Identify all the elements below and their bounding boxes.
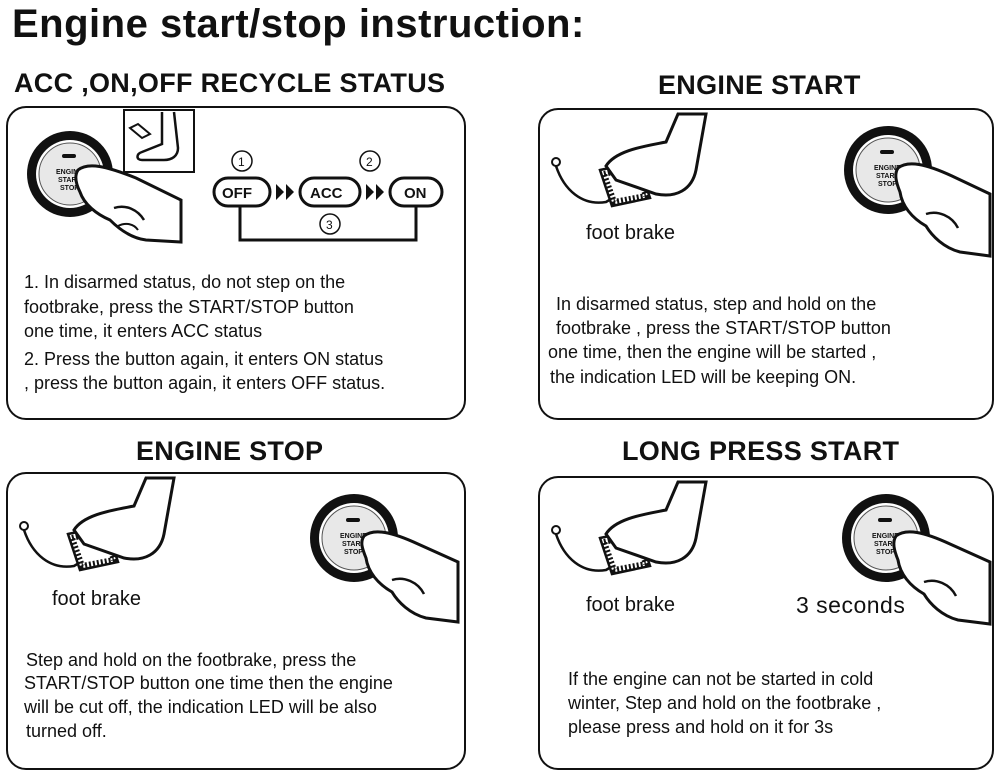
long-press-text-line-2: winter, Step and hold on the footbrake ,: [568, 693, 882, 713]
engine-start-text-line-2: footbrake , press the START/STOP button: [556, 318, 891, 338]
engine-start-brake-label: foot brake: [586, 222, 675, 244]
long-press-text-line-1: If the engine can not be started in cold: [568, 669, 874, 689]
button-label-engine: ENGINE: [340, 533, 367, 540]
seconds-label: 3 seconds: [796, 592, 906, 618]
page-title: Engine start/stop instruction:: [12, 2, 585, 46]
acc-text-line-1: 1. In disarmed status, do not step on th…: [24, 272, 346, 292]
button-label-stop: STOP: [876, 549, 895, 556]
acc-section-title: ACC ,ON,OFF RECYCLE STATUS: [14, 68, 446, 98]
acc-text-line-2: footbrake, press the START/STOP button: [24, 297, 354, 317]
long-press-brake-label: foot brake: [586, 594, 675, 616]
step-2-number: 2: [366, 155, 373, 169]
step-1-number: 1: [238, 155, 245, 169]
foot-brake-icon: [551, 480, 708, 576]
button-label-engine: ENGINE: [872, 533, 899, 540]
start-stop-button-icon: ENGINE START STOP: [27, 131, 183, 244]
foot-inset-icon: [123, 109, 195, 173]
state-on-label: ON: [404, 185, 427, 202]
acc-text-line-4: 2. Press the button again, it enters ON …: [24, 349, 384, 369]
engine-start-section-title: ENGINE START: [658, 70, 861, 100]
engine-stop-text-line-4: turned off.: [26, 721, 107, 741]
start-stop-button-icon: ENGINE START STOP: [310, 494, 460, 624]
state-acc-label: ACC: [310, 185, 343, 202]
acc-text-line-3: one time, it enters ACC status: [24, 321, 263, 341]
long-press-panel: foot brake 3 seconds ENGINE START STOP I…: [538, 476, 994, 770]
engine-stop-brake-label: foot brake: [52, 588, 141, 610]
button-label-start: START: [342, 541, 366, 548]
engine-start-text-line-1: In disarmed status, step and hold on the: [556, 294, 877, 314]
start-stop-button-icon: ENGINE START STOP: [844, 126, 992, 258]
engine-stop-text-line-2: START/STOP button one time then the engi…: [24, 673, 393, 693]
engine-stop-panel: foot brake ENGINE START STOP Step and ho…: [6, 472, 466, 770]
acc-panel: ENGINE START STOP 1 2 OFF ACC ON 3 1. In…: [6, 106, 466, 420]
button-label-stop: STOP: [60, 185, 79, 192]
foot-brake-icon: [551, 112, 708, 208]
button-label-engine: ENGINE: [56, 169, 83, 176]
state-off-label: OFF: [222, 185, 252, 202]
button-label-start: START: [874, 541, 898, 548]
engine-stop-section-title: ENGINE STOP: [136, 436, 324, 466]
engine-start-text-line-3: one time, then the engine will be starte…: [548, 342, 877, 362]
state-cycle-diagram: 1 2 OFF ACC ON 3: [212, 150, 444, 242]
start-stop-button-icon: ENGINE START STOP: [842, 494, 992, 626]
engine-stop-text-line-3: will be cut off, the indication LED will…: [24, 697, 377, 717]
acc-text-line-5: , press the button again, it enters OFF …: [24, 373, 386, 393]
long-press-section-title: LONG PRESS START: [622, 436, 900, 466]
button-label-engine: ENGINE: [874, 165, 901, 172]
foot-brake-icon: [19, 476, 176, 572]
engine-start-text-line-4: the indication LED will be keeping ON.: [550, 367, 857, 387]
button-label-stop: STOP: [344, 549, 363, 556]
engine-start-panel: foot brake ENGINE START STOP In disarmed…: [538, 108, 994, 420]
button-label-start: START: [876, 173, 900, 180]
step-3-number: 3: [326, 218, 333, 232]
button-label-start: START: [58, 177, 82, 184]
long-press-text-line-3: please press and hold on it for 3s: [568, 717, 834, 737]
engine-stop-text-line-1: Step and hold on the footbrake, press th…: [26, 650, 357, 670]
button-label-stop: STOP: [878, 181, 897, 188]
